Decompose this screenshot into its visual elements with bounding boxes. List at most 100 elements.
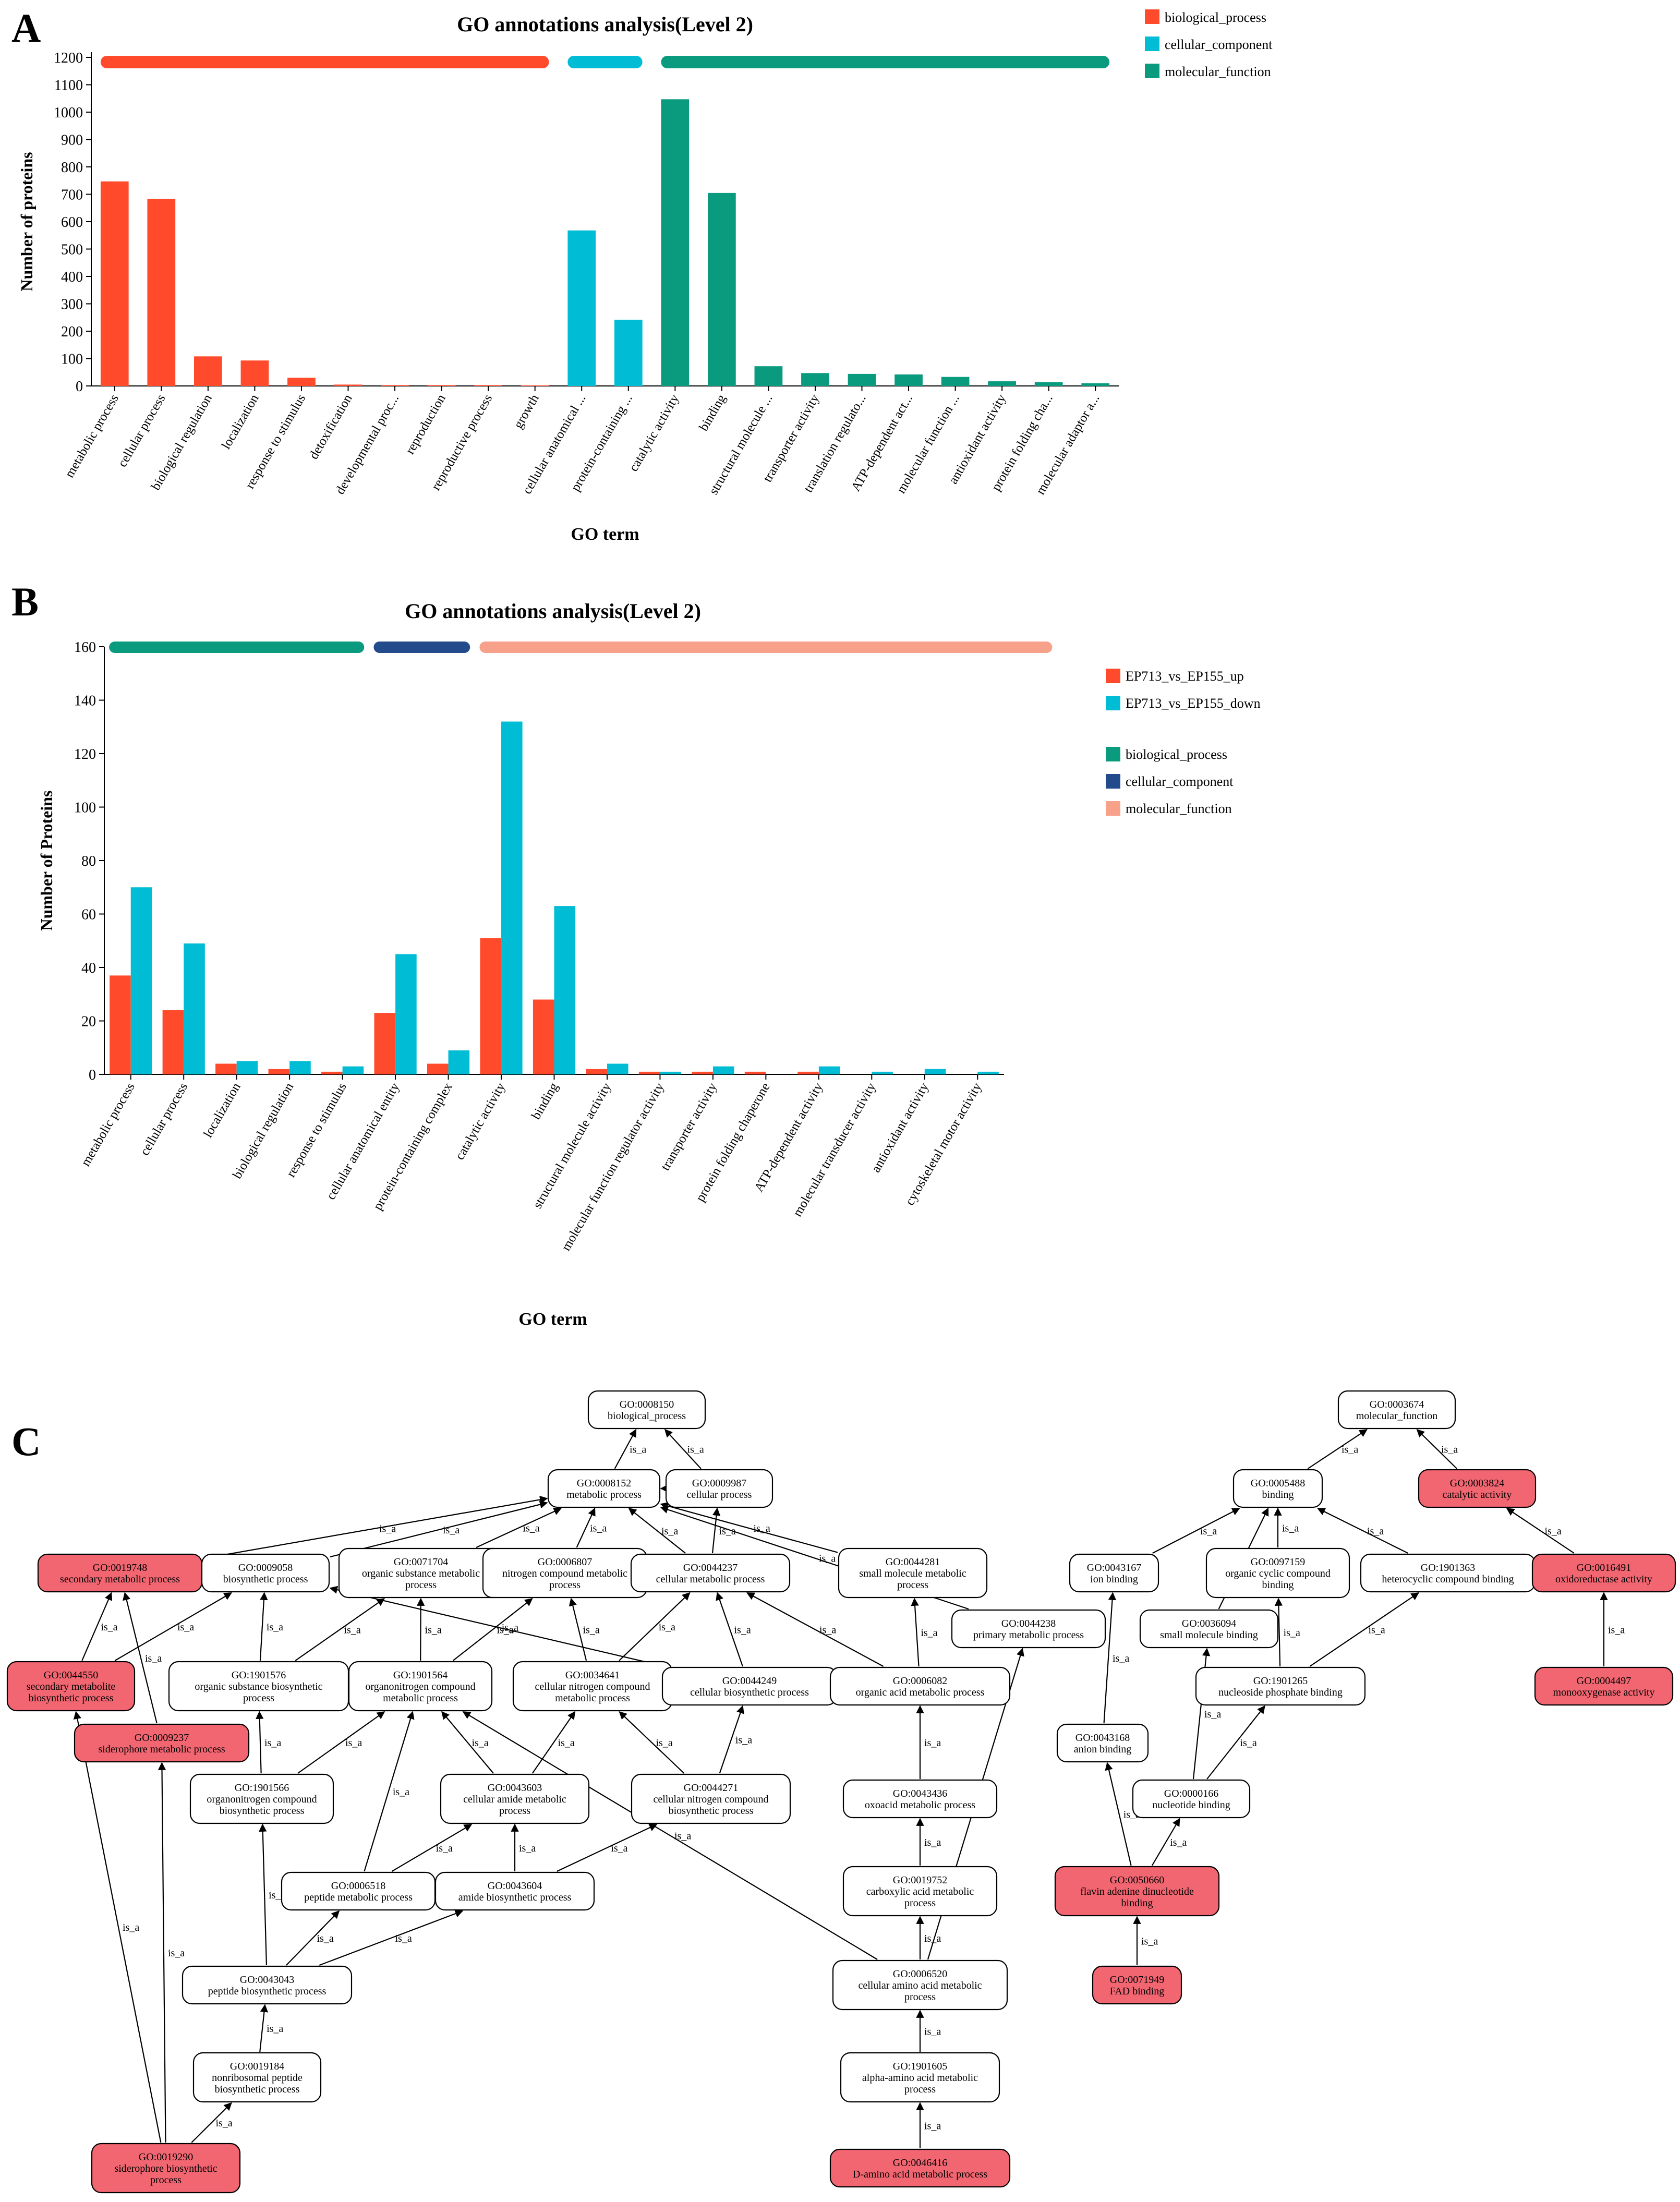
go-node-id: GO:1901363	[1421, 1562, 1475, 1574]
go-node-id: GO:0003674	[1370, 1399, 1424, 1410]
chart-b-bar-down	[977, 1071, 999, 1074]
go-node-name: process	[904, 1897, 936, 1909]
go-node-id: GO:0043167	[1087, 1562, 1141, 1574]
go-edge-label: is_a	[264, 1737, 281, 1749]
go-node-box	[1531, 1553, 1676, 1593]
go-edge	[557, 1823, 658, 1872]
go-node-box	[1132, 1779, 1251, 1819]
go-node-box	[951, 1609, 1106, 1649]
go-edge-label: is_a	[344, 1625, 361, 1636]
go-edge	[286, 1910, 340, 1966]
chart-b-bar-down	[395, 954, 417, 1074]
go-node-id: GO:0019748	[93, 1562, 147, 1574]
go-node-name: process	[897, 1579, 928, 1591]
panel-letter-b: B	[11, 579, 39, 624]
go-edge-label: is_a	[1441, 1444, 1458, 1456]
chart-a-y-axis-label: Number of proteins	[17, 152, 36, 291]
go-node-box	[1054, 1866, 1220, 1917]
go-edge-label: is_a	[1282, 1523, 1299, 1534]
go-edge-label: is_a	[1608, 1625, 1625, 1636]
chart-b-bar-down	[342, 1066, 364, 1074]
go-node-box	[1092, 1965, 1182, 2005]
go-node-box	[840, 2052, 1000, 2103]
go-node-name: biosynthetic process	[29, 1692, 114, 1704]
go-node-name: metabolic process	[566, 1489, 642, 1501]
go-edge	[256, 1711, 264, 1774]
go-edge-label: is_a	[924, 2121, 941, 2132]
chart-b-legend-swatch	[1106, 747, 1120, 761]
chart-a-y-tick-label: 1100	[54, 78, 83, 94]
go-node-id: GO:0008152	[577, 1478, 631, 1489]
chart-b-bar-down	[818, 1066, 840, 1074]
go-edge	[319, 1909, 464, 1966]
go-node-box	[1069, 1553, 1159, 1593]
chart-a-bar	[474, 385, 502, 386]
go-node-box	[838, 1547, 988, 1599]
chart-b-y-tick-label: 80	[81, 853, 96, 869]
go-node-name: cellular nitrogen compound	[653, 1794, 768, 1805]
go-node-name: organonitrogen compound	[207, 1794, 317, 1805]
go-node-name: alpha-amino acid metabolic	[862, 2072, 978, 2084]
chart-b-bar-down	[289, 1061, 311, 1074]
go-edge-label: is_a	[924, 1737, 941, 1749]
chart-b-bar-up	[321, 1071, 343, 1074]
go-node-id: GO:0036094	[1182, 1618, 1236, 1629]
chart-b-bar-up	[480, 938, 502, 1074]
go-node-box	[440, 1773, 590, 1824]
go-node-name: secondary metabolic process	[60, 1574, 180, 1585]
chart-b-bar-up	[162, 1010, 184, 1074]
go-edge-label: is_a	[583, 1625, 600, 1636]
go-node-id: GO:0019290	[139, 2151, 193, 2163]
go-edge	[1309, 1592, 1420, 1667]
go-edge-label: is_a	[168, 1947, 185, 1959]
go-node-name: organic substance biosynthetic	[195, 1681, 322, 1692]
go-edge	[1416, 1429, 1458, 1469]
go-node-name: binding	[1121, 1897, 1153, 1909]
go-node-box	[842, 1779, 998, 1819]
chart-a-bar	[100, 181, 129, 386]
go-node-name: peptide metabolic process	[304, 1892, 413, 1903]
go-node-id: GO:0043043	[240, 1974, 294, 1986]
go-node-name: organic acid metabolic process	[856, 1687, 985, 1698]
chart-b-legend-label: molecular_function	[1126, 801, 1232, 816]
go-node-name: carboxylic acid metabolic	[866, 1886, 974, 1897]
go-edge-label: is_a	[921, 1627, 937, 1639]
go-edge	[81, 1592, 113, 1661]
go-edge	[295, 1598, 385, 1661]
go-node-id: GO:0004497	[1577, 1675, 1631, 1687]
go-node-box	[631, 1773, 791, 1824]
go-edge	[452, 1598, 533, 1661]
chart-b-y-tick-label: 40	[81, 960, 96, 976]
go-node-name: secondary metabolite	[27, 1681, 116, 1692]
go-edge	[628, 1508, 686, 1554]
chart-b-legend-swatch	[1106, 774, 1120, 789]
go-edge	[158, 1762, 166, 2143]
go-edge-label: is_a	[1170, 1837, 1187, 1848]
go-node-id: GO:0019184	[230, 2061, 284, 2072]
chart-b-legend-label: EP713_vs_EP155_up	[1126, 669, 1244, 684]
go-node-name: D-amino acid metabolic process	[853, 2169, 987, 2180]
go-edge	[441, 1711, 494, 1774]
chart-b-bar-up	[638, 1071, 660, 1074]
go-node-box	[91, 2143, 241, 2194]
chart-b-y-tick-label: 100	[74, 800, 96, 816]
go-edge	[664, 1429, 702, 1469]
go-node-name: organic substance metabolic	[362, 1568, 480, 1579]
go-node-id: GO:0006518	[331, 1880, 385, 1892]
go-edge	[719, 1705, 744, 1774]
go-node-box	[665, 1469, 773, 1508]
go-edge-label: is_a	[674, 1831, 691, 1842]
go-node-name: biosynthetic process	[223, 1574, 308, 1585]
go-node-box	[201, 1553, 330, 1593]
go-edge	[619, 1592, 691, 1661]
go-edge-label: is_a	[472, 1737, 489, 1749]
go-edge	[114, 1592, 233, 1661]
go-edge	[259, 1823, 268, 1966]
go-node-name: heterocyclic compound binding	[1382, 1574, 1514, 1585]
go-edge	[1103, 1592, 1117, 1724]
chart-a-bar	[427, 385, 456, 386]
go-node-name: biosynthetic process	[669, 1805, 754, 1817]
go-node-name: oxoacid metabolic process	[865, 1799, 975, 1811]
chart-a-legend-label: biological_process	[1165, 10, 1266, 25]
